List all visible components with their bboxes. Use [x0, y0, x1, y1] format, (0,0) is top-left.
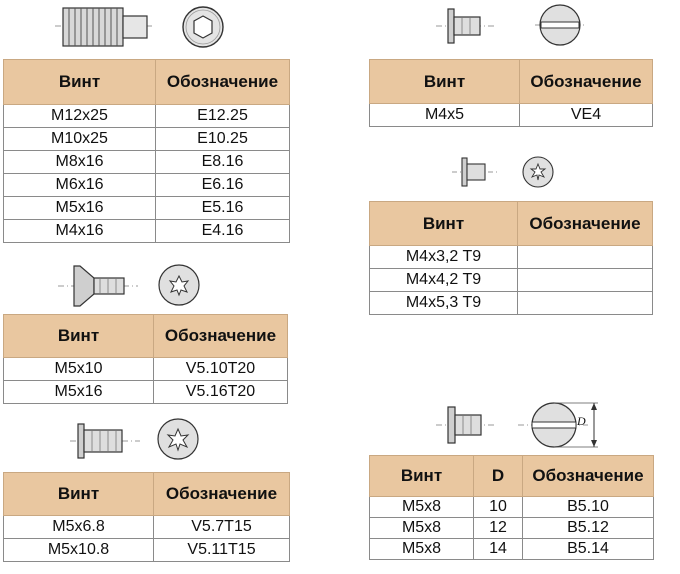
col-header-oboznachenie: Обозначение — [155, 59, 290, 105]
cap-screw-side-icon — [70, 423, 140, 459]
flat-head-screw-side-icon — [436, 406, 496, 444]
dimension-label-d: D — [577, 414, 586, 428]
table-5: Винт Обозначение M4x3,2 T9 M4x4,2 T9 M4x… — [369, 201, 653, 315]
flat-head-screw-side-icon — [436, 8, 496, 44]
table-row: M4x5,3 T9 — [369, 291, 653, 315]
col-header-vint: Винт — [369, 59, 520, 104]
table-row: M4x3,2 T9 — [369, 245, 653, 269]
col-header-vint: Винт — [3, 59, 156, 105]
col-header-oboznachenie: Обозначение — [519, 59, 653, 104]
col-header-vint: Винт — [3, 314, 154, 358]
col-header-d: D — [473, 455, 523, 497]
torx-end-icon — [157, 418, 199, 460]
col-header-oboznachenie: Обозначение — [522, 455, 654, 497]
table-row: M4x4,2 T9 — [369, 268, 653, 292]
set-screw-side-icon — [55, 7, 155, 47]
hex-socket-end-icon — [182, 6, 224, 48]
col-header-oboznachenie: Обозначение — [153, 472, 290, 516]
col-header-vint: Винт — [3, 472, 154, 516]
torx-end-icon — [158, 264, 200, 306]
col-header-vint: Винт — [369, 455, 474, 497]
col-header-oboznachenie: Обозначение — [517, 201, 653, 246]
countersunk-screw-side-icon — [58, 265, 138, 307]
slotted-end-icon — [535, 4, 585, 46]
torx-small-end-icon — [522, 156, 554, 188]
col-header-vint: Винт — [369, 201, 518, 246]
flat-head-screw-side-icon — [452, 157, 498, 187]
slotted-wide-end-icon — [518, 402, 598, 448]
col-header-oboznachenie: Обозначение — [153, 314, 288, 358]
